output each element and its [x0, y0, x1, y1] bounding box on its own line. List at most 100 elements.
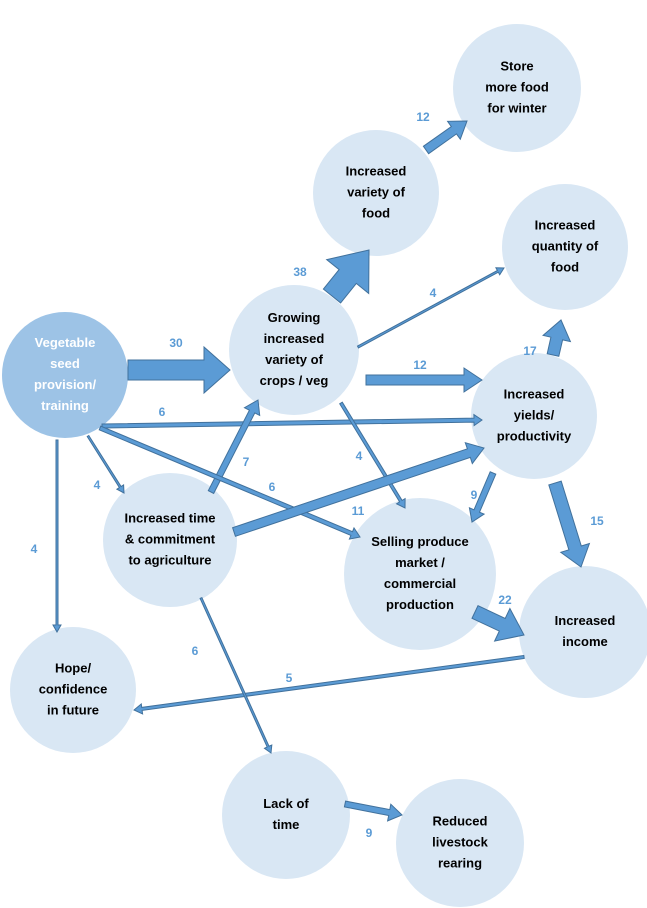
- arrow-vegetable-seed-to-hope: [52, 439, 62, 634]
- node-label-line: training: [41, 398, 89, 413]
- arrow-time-commitment-to-growing-variety: [207, 399, 261, 495]
- node-label-line: Store: [500, 58, 533, 73]
- node-yields: Increased yields/productivity: [471, 353, 597, 479]
- node-circle: [10, 627, 136, 753]
- node-label-line: confidence: [39, 681, 108, 696]
- edge-count-label: 4: [356, 449, 363, 463]
- node-circle: [229, 285, 359, 415]
- node-label-line: Increased: [535, 217, 596, 232]
- node-variety-food: Increased variety of food: [313, 130, 439, 256]
- node-label-line: Increased time: [124, 510, 215, 525]
- arrow-yields-to-selling-produce: [468, 471, 497, 523]
- arrow-selling-produce-to-income: [471, 605, 525, 642]
- node-label-line: Lack of: [263, 796, 309, 811]
- node-circle: [519, 566, 647, 698]
- node-label-line: Increased: [346, 163, 407, 178]
- node-store-food: Store more food for winter: [453, 24, 581, 152]
- node-circle: [502, 184, 628, 310]
- edge-count-label: 4: [94, 478, 101, 492]
- node-label-line: for winter: [487, 100, 546, 115]
- node-label-line: variety of: [265, 352, 323, 367]
- node-label-line: Vegetable: [35, 335, 96, 350]
- edge-count-label: 15: [590, 514, 604, 528]
- node-label-line: to agriculture: [128, 552, 211, 567]
- edge-count-label: 6: [269, 480, 276, 494]
- node-label-line: & commitment: [125, 531, 216, 546]
- arrow-growing-variety-to-variety-food: [322, 249, 370, 304]
- node-circle: [453, 24, 581, 152]
- node-label-line: productivity: [497, 428, 572, 443]
- node-label-line: crops / veg: [260, 373, 329, 388]
- node-label-line: market /: [395, 555, 445, 570]
- arrow-time-commitment-to-yields: [231, 441, 485, 537]
- edge-count-label: 6: [192, 644, 199, 658]
- edge-count-label: 4: [430, 286, 437, 300]
- edge-count-label: 12: [416, 110, 430, 124]
- node-label-line: commercial: [384, 576, 456, 591]
- node-label-line: Increased: [555, 613, 616, 628]
- arrow-lack-time-to-livestock: [343, 800, 403, 822]
- arrow-variety-food-to-store-food: [422, 120, 468, 155]
- node-label-line: Increased: [504, 386, 565, 401]
- arrow-yields-to-quantity-food: [542, 319, 572, 357]
- edge-count-label: 38: [293, 265, 307, 279]
- node-circle: [313, 130, 439, 256]
- node-label-line: Reduced: [433, 813, 488, 828]
- node-circle: [222, 751, 350, 879]
- arrow-vegetable-seed-to-yields: [101, 413, 483, 429]
- node-label-line: variety of: [347, 184, 405, 199]
- edge-count-label: 17: [523, 344, 537, 358]
- node-label-line: in future: [47, 702, 99, 717]
- node-selling-produce: Selling produce market / commercial product…: [344, 498, 496, 650]
- node-label-line: rearing: [438, 855, 482, 870]
- node-label-line: increased: [264, 331, 325, 346]
- edge-count-label: 22: [498, 593, 512, 607]
- node-growing-variety: Growing increased variety of crops / veg: [229, 285, 359, 415]
- node-label-line: yields/: [514, 407, 555, 422]
- edge-labels-layer: 30 38 12 4 12 6 17 4 7 4 6 11 9 15 22 4 5 6 9: [31, 110, 604, 840]
- edge-count-label: 6: [159, 405, 166, 419]
- node-label-line: food: [551, 259, 579, 274]
- node-circle: [2, 312, 128, 438]
- arrow-growing-variety-to-yields: [365, 367, 483, 393]
- node-label-line: Hope/: [55, 660, 92, 675]
- node-label-line: income: [562, 634, 608, 649]
- edge-count-label: 4: [31, 542, 38, 556]
- arrow-yields-to-income: [548, 480, 591, 568]
- node-quantity-food: Increased quantity of food: [502, 184, 628, 310]
- node-label-line: seed: [50, 356, 80, 371]
- node-circle: [471, 353, 597, 479]
- nodes-layer: Vegetable seed provision/training Growing in…: [2, 24, 647, 907]
- node-label-line: livestock: [432, 834, 488, 849]
- node-lack-time: Lack of time: [222, 751, 350, 879]
- arrow-vegetable-seed-to-time-commitment: [86, 434, 125, 494]
- edge-count-label: 9: [366, 826, 373, 840]
- edges-layer: [52, 120, 591, 822]
- edge-count-label: 11: [352, 504, 365, 518]
- node-time-commitment: Increased time & commitment to agriculture: [103, 473, 237, 607]
- node-label-line: Growing: [268, 310, 321, 325]
- node-label-line: provision/: [34, 377, 97, 392]
- node-label-line: quantity of: [532, 238, 599, 253]
- node-label-line: Selling produce: [371, 534, 469, 549]
- edge-count-label: 30: [169, 336, 183, 350]
- node-vegetable-seed: Vegetable seed provision/training: [2, 312, 128, 438]
- arrow-time-commitment-to-lack-time: [199, 596, 273, 754]
- node-livestock: Reduced livestock rearing: [396, 779, 524, 907]
- edge-count-label: 5: [286, 671, 293, 685]
- node-circle: [396, 779, 524, 907]
- arrow-vegetable-seed-to-growing-variety: [127, 345, 231, 395]
- node-income: Increased income: [519, 566, 647, 698]
- arrow-income-to-hope: [133, 654, 525, 715]
- node-label-line: production: [386, 597, 454, 612]
- edge-count-label: 12: [413, 358, 427, 372]
- edge-count-label: 9: [471, 488, 478, 502]
- node-circle: [344, 498, 496, 650]
- node-hope: Hope/confidence in future: [10, 627, 136, 753]
- node-label-line: time: [273, 817, 300, 832]
- node-circle: [103, 473, 237, 607]
- node-label-line: food: [362, 205, 390, 220]
- edge-count-label: 7: [243, 455, 250, 469]
- node-label-line: more food: [485, 79, 549, 94]
